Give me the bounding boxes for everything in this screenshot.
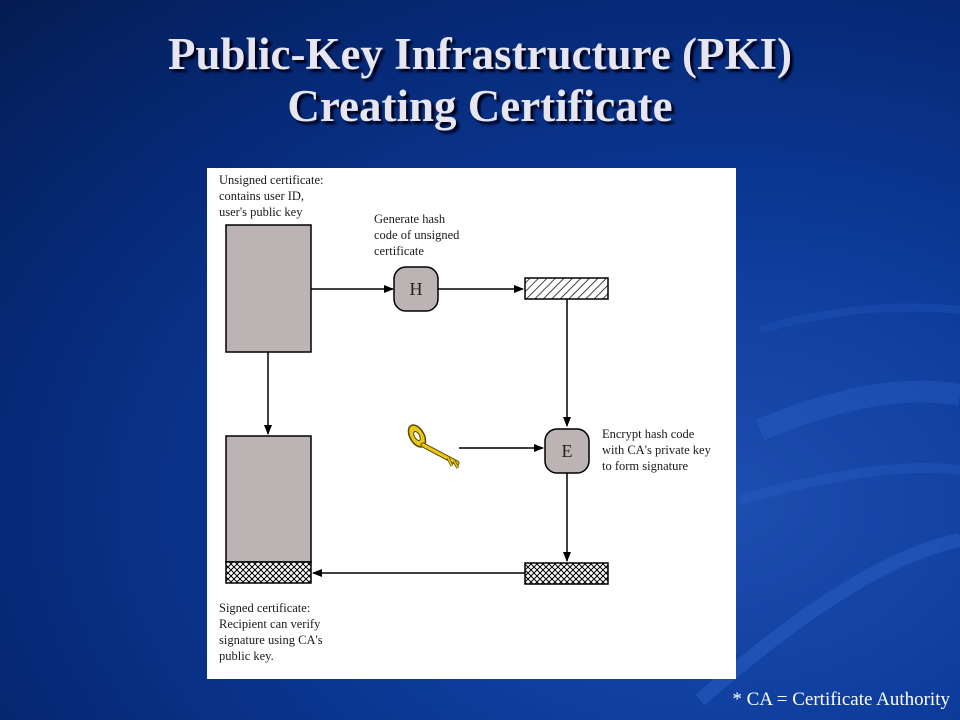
unsigned-certificate-label: Unsigned certificate: contains user ID, … <box>219 173 327 219</box>
signature-block <box>524 562 609 585</box>
encrypt-node-letter: E <box>562 441 573 461</box>
slide-title: Public-Key Infrastructure (PKI) Creating… <box>0 28 960 132</box>
hash-node-letter: H <box>410 279 423 299</box>
encrypt-label: Encrypt hash code with CA's private key … <box>602 427 714 473</box>
hash-function-node: H <box>393 266 439 312</box>
unsigned-certificate-box <box>225 224 312 353</box>
title-line-2: Creating Certificate <box>287 81 673 131</box>
encrypt-node: E <box>544 428 590 474</box>
hash-code-block <box>524 277 609 300</box>
title-line-1: Public-Key Infrastructure (PKI) <box>167 29 793 79</box>
signed-certificate-box <box>225 435 312 563</box>
pki-diagram: Unsigned certificate: contains user ID, … <box>207 168 736 679</box>
signed-certificate-label: Signed certificate: Recipient can verify… <box>219 601 326 663</box>
hash-label: Generate hash code of unsigned certifica… <box>374 212 463 258</box>
private-key-icon <box>407 424 460 469</box>
footnote: * CA = Certificate Authority <box>732 689 950 710</box>
signed-certificate-signature <box>225 561 312 584</box>
